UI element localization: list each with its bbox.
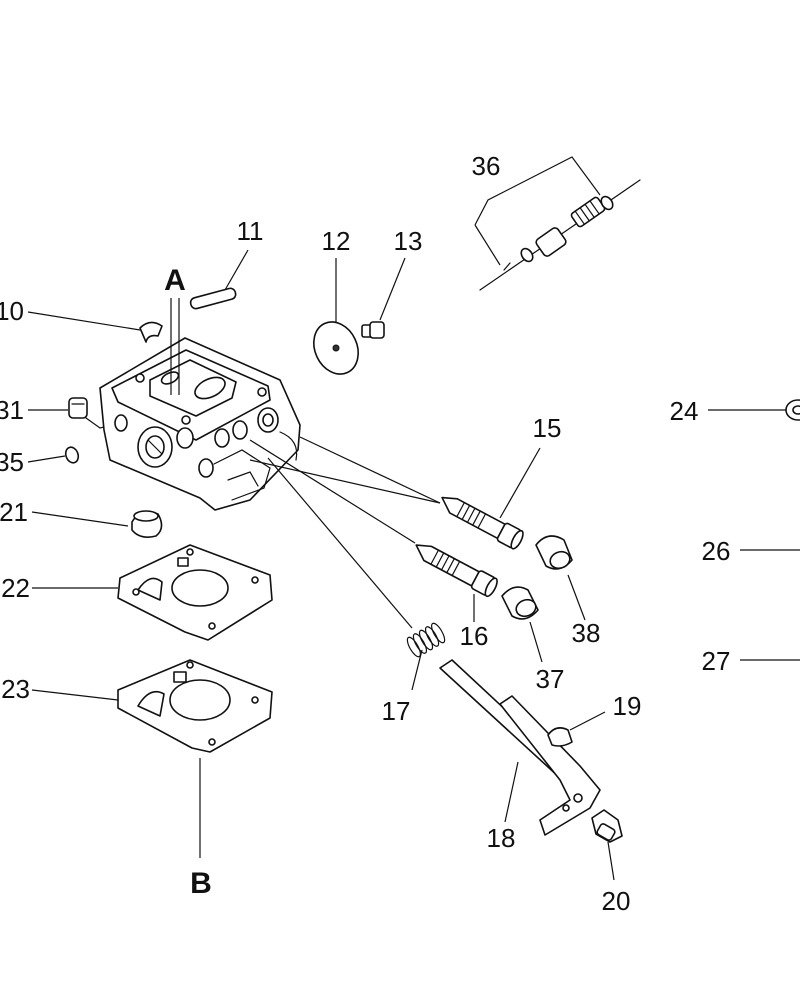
label-16: 16: [460, 621, 489, 651]
label-17: 17: [382, 696, 411, 726]
label-31: 31: [0, 395, 24, 425]
label-b: B: [190, 867, 212, 900]
part-31: [28, 397, 133, 429]
carburetor-body: [99, 337, 301, 511]
part-38: [535, 535, 586, 621]
part-20: [591, 809, 623, 881]
reference-a: [170, 298, 180, 395]
part-21: [31, 510, 163, 538]
label-37: 37: [536, 664, 565, 694]
part-12: [313, 258, 359, 375]
label-36: 36: [472, 151, 501, 181]
label-23: 23: [1, 674, 30, 704]
label-27: 27: [702, 646, 731, 676]
part-37: [501, 586, 543, 663]
part-19: [547, 711, 606, 747]
label-12: 12: [322, 226, 351, 256]
part-36-assembly: [474, 156, 641, 291]
label-19: 19: [613, 691, 642, 721]
part-16: [249, 439, 498, 622]
part-24: [708, 399, 800, 421]
label-24: 24: [670, 396, 699, 426]
part-17: [267, 457, 446, 691]
part-13: [361, 257, 406, 339]
part-11: [189, 249, 249, 310]
label-11: 11: [237, 216, 264, 246]
label-18: 18: [487, 823, 516, 853]
label-38: 38: [572, 618, 601, 648]
label-a: A: [164, 264, 186, 297]
label-20: 20: [602, 886, 631, 916]
part-15: [249, 436, 541, 550]
label-10: 10: [0, 296, 24, 326]
label-22: 22: [1, 573, 30, 603]
part-10: [27, 311, 163, 343]
label-35: 35: [0, 447, 24, 477]
part-22: [32, 544, 273, 641]
part-18: [439, 659, 601, 836]
label-26: 26: [702, 536, 731, 566]
part-35: [27, 446, 80, 464]
label-15: 15: [533, 413, 562, 443]
part-23: [31, 659, 273, 753]
label-13: 13: [394, 226, 423, 256]
label-21: 21: [0, 497, 28, 527]
